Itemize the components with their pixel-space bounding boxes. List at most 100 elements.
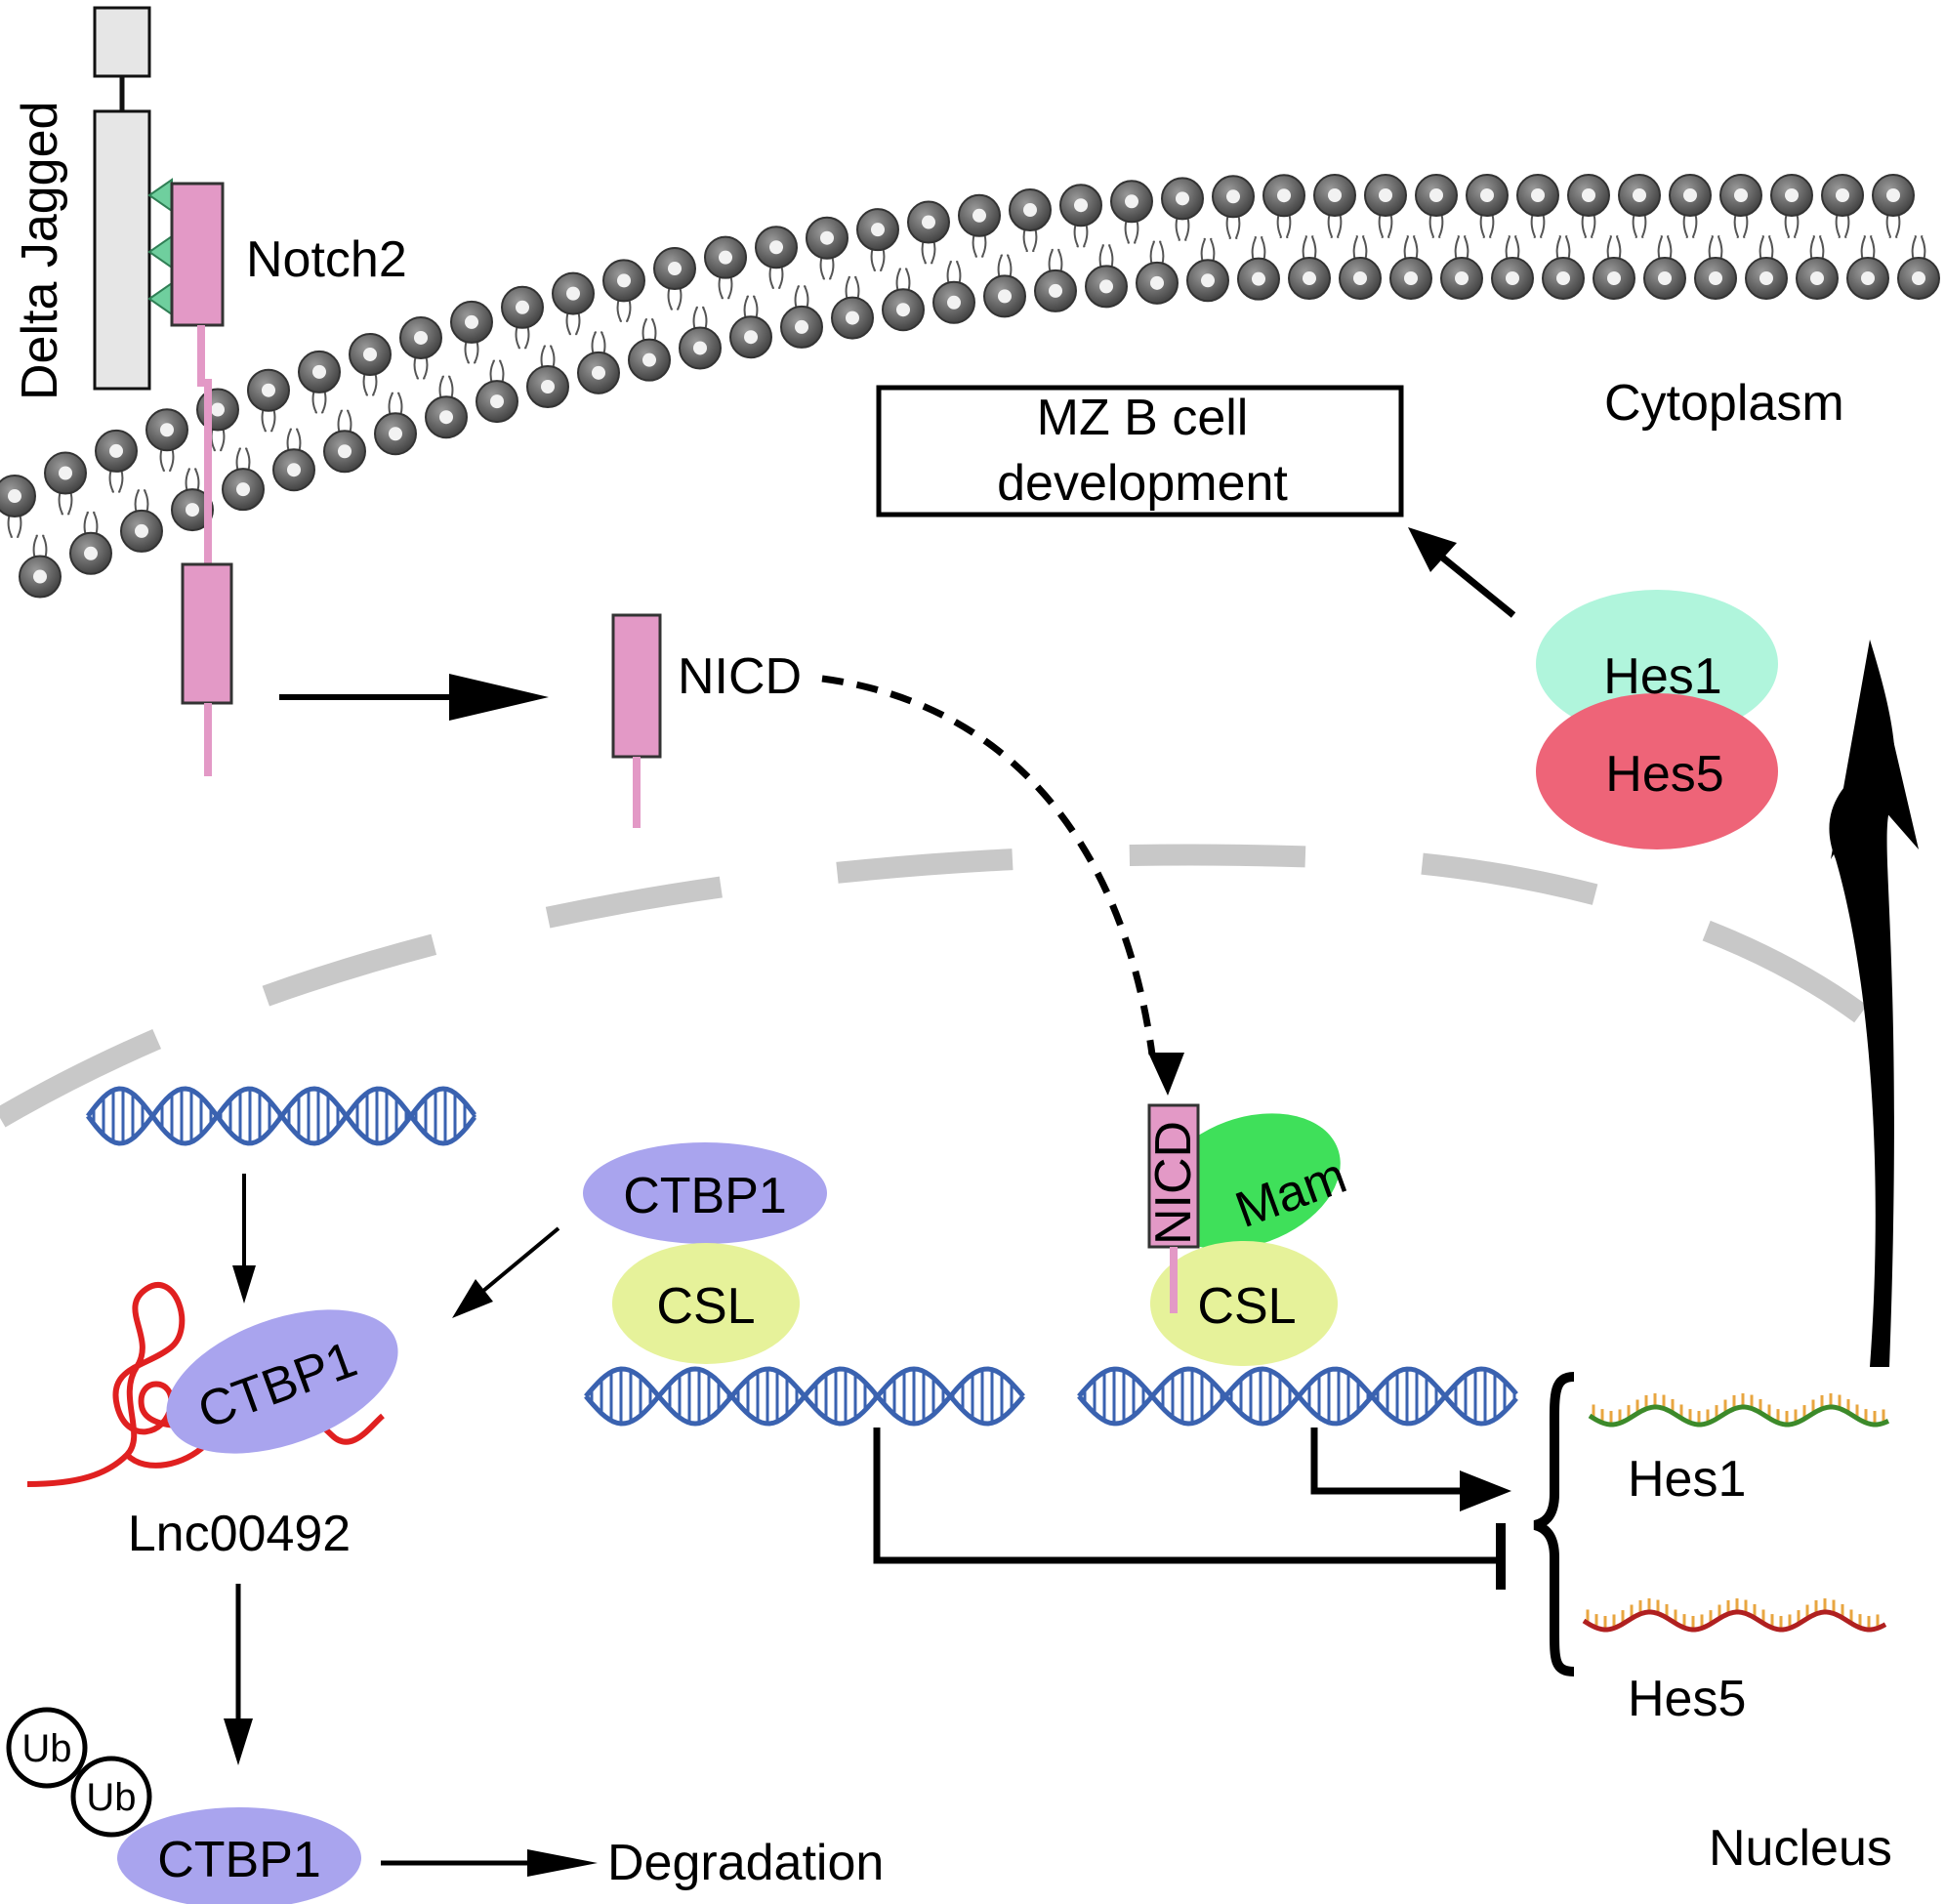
ctbp1-bound-to-lnc [166,1309,398,1454]
lipid-head-highlight [1607,271,1621,285]
cleavage-arrow-head [449,674,549,721]
lipid-tail [1134,219,1139,244]
lipid-tail [540,345,546,370]
lipid-tail [362,371,368,396]
lipid-head-highlight [312,364,326,379]
ubiquitin-1 [6,1707,88,1789]
lipid-tail [261,407,267,433]
cytoplasm-label: Cytoplasm [1604,375,1844,432]
lipid-tail [1819,235,1825,262]
lipid-head-highlight [363,347,377,361]
lipid-tail [1098,244,1104,269]
lipid-tail [1809,235,1815,262]
lipid-tail [270,407,276,433]
lipid-tail [1616,235,1622,262]
lipid-tail [641,318,647,343]
lipid-head-highlight [592,365,605,380]
lipid-tail [829,255,835,280]
lipid-head-highlight [871,223,885,237]
lipid-tail [1885,212,1891,238]
lipid-tail [1057,248,1063,274]
lipid-tail [1581,212,1587,238]
lipid-head-highlight [668,262,682,276]
dna-helix-upper-left [86,1086,476,1146]
lipid-head-highlight [1785,188,1799,202]
lipid-tail [235,447,241,473]
lipid-tail [42,534,48,559]
lipid-tail [702,306,708,331]
lipid-head-highlight [617,273,631,288]
lipid-tail [1048,248,1054,274]
lipid-tail [1860,235,1866,262]
nuclear-envelope [0,844,1945,1128]
ligand-contact-triangle [147,178,173,213]
lipid-head-highlight [1328,188,1342,202]
lipid-tail [1225,214,1231,239]
lipid-head-highlight [1023,203,1037,218]
nicd-nuclear-label: NICD [1145,1121,1202,1245]
ubiquitination-arrow-head [224,1718,253,1765]
lipid-tail [1387,212,1393,238]
lipid-tail [997,254,1003,279]
hes1-gene-label: Hes1 [1628,1451,1746,1508]
lipid-tail [1007,254,1013,279]
notch2-intracellular-domain [181,562,233,705]
lipid-tail [1895,212,1901,238]
mz-b-cell-development-box [876,385,1404,517]
lipid-tail [753,295,759,320]
lipid-tail [388,392,393,417]
lipid-tail [1413,235,1419,262]
lipid-head-highlight [59,466,72,480]
csl-left-label: CSL [656,1278,755,1335]
lipid-head-highlight [1531,188,1545,202]
hes5-protein-label: Hes5 [1605,746,1723,803]
lipid-tail [1733,212,1739,238]
mam-coactivator [1155,1113,1341,1250]
ctbp1-binding-arrow-head [452,1279,493,1318]
mrna-strand [1582,1609,1887,1633]
ctbp1-bottom-label: CTBP1 [157,1832,321,1888]
lipid-head-highlight [566,286,580,301]
lipid-tail [1632,212,1637,238]
lipid-tail [718,274,724,300]
lipid-tail [67,490,73,516]
lipid-tail [1403,235,1409,262]
lipid-tail [1708,235,1714,262]
lipid-head-highlight [160,423,174,437]
lipid-tail [1362,235,1368,262]
lipid-tail [921,239,927,265]
lipid-tail [1200,237,1206,264]
lipid-head-highlight [1480,188,1494,202]
lipid-tail [651,318,657,343]
lipid-tail [1505,235,1510,262]
lipid-tail [870,246,876,272]
lipid-head-highlight [744,330,758,345]
lipid-tail [347,409,352,435]
ctbp1-ubiquitinated [117,1807,361,1904]
lipid-tail [1784,212,1790,238]
lipid-tail [1667,235,1673,262]
lipid-head-highlight [1353,271,1367,285]
lipid-head-highlight [1734,188,1748,202]
lipid-tail [1565,235,1571,262]
lipid-tail [1555,235,1561,262]
lipid-tail [1479,212,1485,238]
lipid-tail [946,260,952,286]
notch2-label: Notch2 [246,231,407,288]
lipid-tail [7,513,13,539]
activation-arrow-head [1460,1470,1511,1511]
lipid-tail [794,285,800,310]
lipid-tail [108,468,114,493]
lipid-tail [524,324,530,350]
lipid-head-highlight [998,289,1012,304]
lipid-tail [423,354,429,380]
lipid-tail [286,428,292,453]
hes5-gene-label: Hes5 [1628,1671,1746,1727]
lipid-head-highlight [922,215,935,229]
lipid-head-highlight [1912,271,1925,285]
nicd-fragment [611,613,662,828]
lipid-head-highlight [287,463,301,477]
lipid-tail [413,354,419,380]
lipid-head-highlight [490,394,504,409]
lipid-tail [1378,212,1384,238]
